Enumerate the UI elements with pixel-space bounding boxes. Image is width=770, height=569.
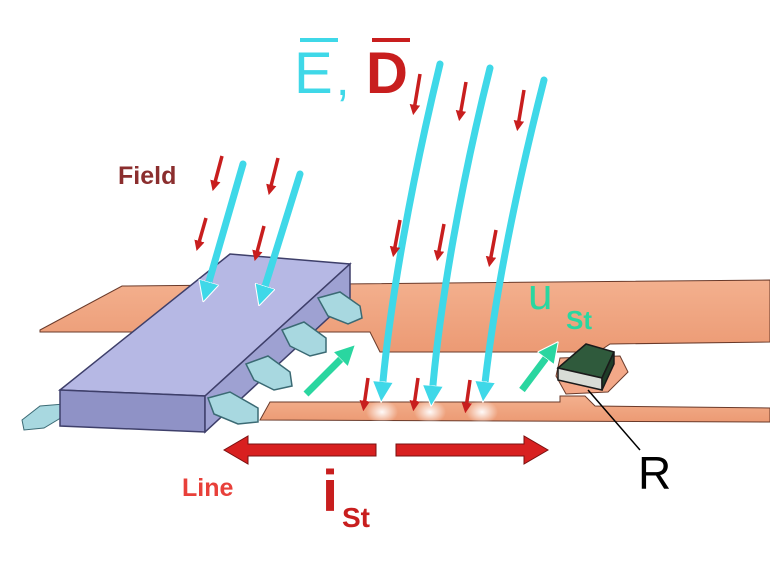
d-symbol-label: D <box>366 41 408 106</box>
cyan-field-arrow-icon <box>484 76 548 392</box>
red-field-arrow-icon <box>455 81 468 122</box>
resistor-leader-line <box>587 389 641 451</box>
red-field-arrow-icon <box>461 379 472 414</box>
green-voltage-arrow-icon <box>303 352 348 397</box>
u-subscript-label: St <box>566 305 592 335</box>
cyan-field-arrow-icon <box>206 160 247 292</box>
resistor-component <box>556 343 616 391</box>
red-field-arrow-icon <box>359 377 370 412</box>
cyan-field-arrow-icon <box>382 60 444 392</box>
d-field-arrows <box>194 73 526 414</box>
red-field-arrow-icon <box>266 157 280 196</box>
u-symbol-label: u <box>528 270 553 319</box>
u-voltage-arrows <box>303 350 552 397</box>
ic-chip <box>57 253 352 434</box>
line-label: Line <box>182 474 234 502</box>
e-vector-bar <box>300 38 338 42</box>
red-field-arrow-icon <box>389 219 402 258</box>
current-arrows <box>223 435 549 465</box>
red-field-arrow-icon <box>513 89 526 132</box>
left-stub-pin <box>21 403 65 431</box>
red-field-arrow-icon <box>194 217 208 252</box>
red-current-arrow-icon <box>223 435 377 465</box>
cyan-field-arrow-icon <box>262 170 304 296</box>
red-field-arrow-icon <box>433 223 446 262</box>
e-field-arrows <box>206 60 548 396</box>
red-field-arrow-icon <box>210 155 224 192</box>
red-current-arrow-icon <box>395 435 549 465</box>
red-field-arrow-icon <box>485 229 498 268</box>
red-field-arrow-icon <box>409 73 422 116</box>
resistor-label: R <box>638 447 672 499</box>
field-label: Field <box>118 162 177 190</box>
impact-glow <box>366 400 498 424</box>
cyan-field-arrow-icon <box>432 64 494 396</box>
green-voltage-arrow-icon <box>519 350 552 393</box>
red-field-arrow-icon <box>252 225 266 262</box>
red-field-arrow-icon <box>409 377 420 412</box>
comma-label: , <box>336 53 350 106</box>
lower-trace <box>259 395 770 423</box>
d-vector-bar <box>372 38 410 42</box>
e-symbol-label: E <box>294 41 333 106</box>
i-symbol-label: i <box>322 459 339 524</box>
ic-pins <box>207 291 363 425</box>
i-subscript-label: St <box>342 502 370 533</box>
